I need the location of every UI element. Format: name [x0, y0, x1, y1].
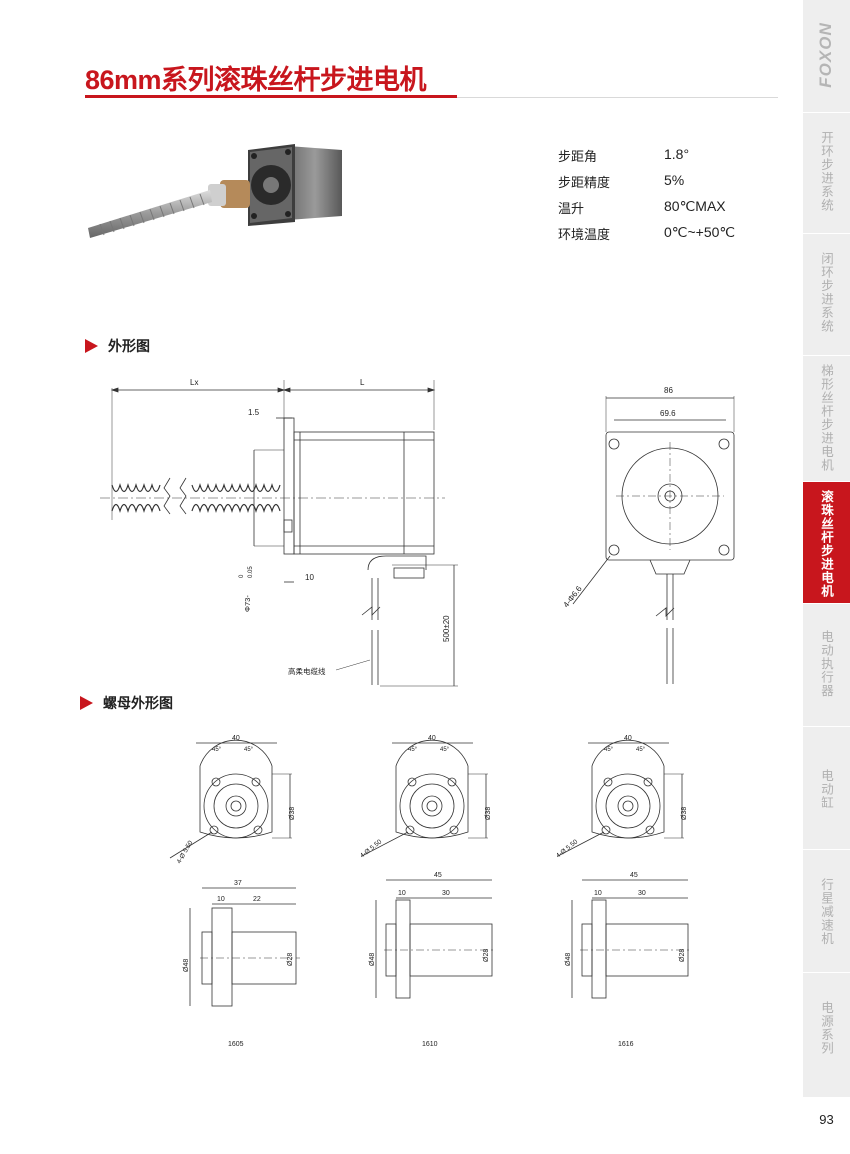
nut-angle: 45°	[636, 747, 646, 753]
sidebar-item-label: 行星减速机	[819, 878, 834, 946]
nut-flange: 10	[398, 890, 406, 897]
nut-len: 37	[234, 880, 242, 887]
svg-text:Φ73-: Φ73-	[243, 595, 252, 612]
nut-1610: 40 45° 45° Ø38 4-Ø 5.50 45 10 30 Ø48 Ø28…	[359, 735, 496, 1048]
nut-d48: Ø48	[369, 953, 376, 966]
nut-angle: 45°	[408, 747, 418, 753]
spec-label: 步距角	[558, 150, 598, 165]
section-marker-icon	[80, 696, 93, 710]
nut-angle: 45°	[440, 747, 450, 753]
spec-row: 步距精度 5%	[558, 172, 735, 198]
nut-holes: 4-Ø 5.50	[359, 838, 384, 859]
title-underline	[85, 95, 457, 98]
nut-1616: 40 45° 45° Ø38 4-Ø 5.50 45 10 30 Ø48 Ø28…	[555, 735, 692, 1048]
nut-holes: 4-Ø 5.50	[555, 838, 580, 859]
sidebar-item-trapezoid-screw[interactable]: 梯形丝杆步进电机	[803, 355, 850, 481]
page-title: 86mm系列滚珠丝杆步进电机	[85, 65, 427, 95]
nut-angle: 45°	[212, 747, 222, 753]
nut-body: 22	[253, 896, 261, 903]
spec-value: 80℃MAX	[664, 198, 726, 214]
sidebar-item-power[interactable]: 电源系列	[803, 972, 850, 1098]
nut-body: 30	[638, 890, 646, 897]
section-outline: 外形图	[85, 336, 150, 356]
sidebar-item-actuator[interactable]: 电动执行器	[803, 603, 850, 726]
spec-value: 1.8°	[664, 146, 690, 162]
product-photo	[88, 144, 342, 238]
nut-angle: 45°	[244, 747, 254, 753]
sidebar-item-label: 电源系列	[819, 1001, 834, 1055]
brand-logo-area	[803, 0, 850, 110]
dim-1-5: 1.5	[248, 408, 260, 417]
sidebar-item-label: 梯形丝杆步进电机	[819, 364, 834, 472]
nut-len: 45	[630, 872, 638, 879]
side-view: Lx L 1.5 Φ73- 0 0.05 10	[100, 378, 458, 687]
section-outline-title: 外形图	[108, 339, 150, 355]
nut-d28: Ø28	[287, 953, 294, 966]
spec-value: 0℃~+50℃	[664, 224, 736, 240]
spec-label: 温升	[558, 202, 585, 217]
spec-value: 5%	[664, 172, 685, 188]
nut-body: 30	[442, 890, 450, 897]
nut-top-dim: 40	[232, 735, 240, 742]
sidebar-item-label: 闭环步进系统	[819, 252, 834, 333]
spec-table: 步距角 1.8° 步距精度 5% 温升 80℃MAX 环境温度 0℃~+50℃	[558, 146, 735, 250]
sidebar-item-planetary[interactable]: 行星减速机	[803, 849, 850, 972]
nut-d48: Ø48	[565, 953, 572, 966]
nut-1605: 40 45° 45° Ø38 4-Ø 5.50 37 10 22 Ø48 Ø28…	[169, 735, 300, 1048]
nut-d38: Ø38	[681, 807, 688, 820]
dim-l: L	[360, 378, 365, 387]
dim-lead: 500±20	[442, 615, 451, 642]
spec-row: 温升 80℃MAX	[558, 198, 735, 224]
nut-model: 1605	[228, 1041, 244, 1048]
sidebar-item-open-loop[interactable]: 开环步进系统	[803, 112, 850, 233]
cable-label: 高柔电缆线	[288, 666, 326, 676]
nut-model: 1616	[618, 1041, 634, 1048]
nut-d28: Ø28	[679, 949, 686, 962]
nut-d38: Ø38	[485, 807, 492, 820]
sidebar-item-ball-screw[interactable]: 滚珠丝杆步进电机	[803, 481, 850, 603]
dim-tol-up: 0	[239, 574, 245, 578]
section-nut-outline: 螺母外形图	[80, 693, 173, 713]
dim-lx: Lx	[190, 378, 198, 387]
dim-10: 10	[305, 573, 314, 582]
nut-d48: Ø48	[183, 959, 190, 972]
nut-angle: 45°	[604, 747, 614, 753]
spec-row: 环境温度 0℃~+50℃	[558, 224, 735, 250]
dim-dia: Φ73-	[243, 595, 252, 612]
spec-label: 步距精度	[558, 176, 611, 191]
section-marker-icon	[85, 339, 98, 353]
dim-86: 86	[664, 386, 673, 395]
nut-holes: 4-Ø 5.50	[176, 839, 195, 865]
nut-flange: 10	[217, 896, 225, 903]
spec-row: 步距角 1.8°	[558, 146, 735, 172]
sidebar-item-closed-loop[interactable]: 闭环步进系统	[803, 233, 850, 355]
nut-top-dim: 40	[624, 735, 632, 742]
dim-tol-dn: 0.05	[248, 566, 254, 578]
sidebar-item-label: 开环步进系统	[819, 131, 834, 212]
sidebar-item-label: 滚珠丝杆步进电机	[819, 490, 834, 598]
section-nut-title: 螺母外形图	[103, 696, 173, 712]
spec-label: 环境温度	[558, 228, 611, 243]
page-number: 93	[819, 1112, 834, 1127]
nut-d28: Ø28	[483, 949, 490, 962]
technical-drawings: Lx L 1.5 Φ73- 0 0.05 10	[100, 378, 735, 687]
nut-top-dim: 40	[428, 735, 436, 742]
dim-69-6: 69.6	[660, 409, 676, 418]
nut-d38: Ø38	[289, 807, 296, 820]
nut-len: 45	[434, 872, 442, 879]
sidebar-item-label: 电动缸	[819, 769, 834, 810]
nut-flange: 10	[594, 890, 602, 897]
sidebar-item-label: 电动执行器	[819, 630, 834, 698]
nut-model: 1610	[422, 1041, 438, 1048]
nut-drawings: 40 45° 45° Ø38 4-Ø 5.50 37 10 22 Ø48 Ø28…	[169, 735, 692, 1048]
sidebar-item-cylinder[interactable]: 电动缸	[803, 726, 850, 849]
brand-logo: FOXON	[816, 22, 835, 88]
